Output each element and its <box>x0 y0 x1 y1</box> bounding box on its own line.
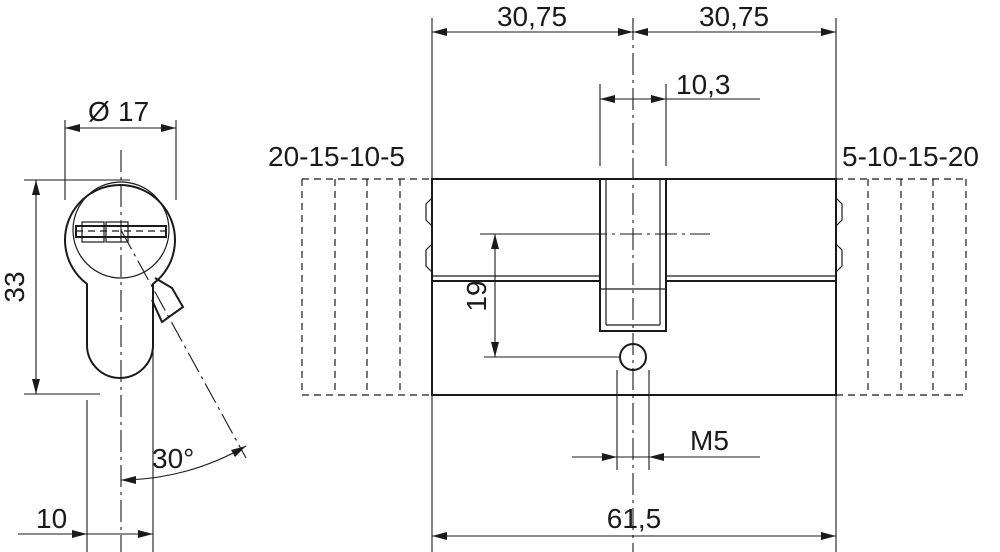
dim-cam-width: 10,3 <box>599 69 760 166</box>
dim-height-label: 33 <box>0 271 30 302</box>
cam-lobe <box>151 277 185 324</box>
dim-cam-angle-label: 30° <box>152 443 194 474</box>
dim-cam-angle: 30° <box>120 443 247 484</box>
keyway-slot <box>75 225 167 238</box>
plug-ring <box>72 181 170 279</box>
pin-b <box>105 221 129 243</box>
dim-left-half-label: 30,75 <box>497 1 567 32</box>
extensions-right-label: 5-10-15-20 <box>842 141 979 172</box>
dim-screw-offset-label: 19 <box>461 280 492 311</box>
pin-a <box>81 221 105 243</box>
profile-outline <box>64 184 176 379</box>
dim-halves: 30,75 30,75 <box>431 1 837 179</box>
dim-right-half-label: 30,75 <box>699 1 769 32</box>
dim-cam-offset: 10 <box>18 300 154 552</box>
dim-total-length: 61,5 <box>431 395 837 552</box>
dim-diameter: Ø 17 <box>64 96 177 200</box>
dim-diameter-label: 17 <box>118 96 149 127</box>
extensions-left-outline <box>301 178 432 396</box>
cylinder-body <box>431 178 837 396</box>
profile-view <box>64 150 247 552</box>
dim-height: 33 <box>0 179 130 395</box>
dim-cam-offset-label: 10 <box>36 503 67 534</box>
cam-angle-line <box>120 229 247 459</box>
dim-screw-thread-label: M5 <box>690 425 729 456</box>
diameter-symbol: Ø <box>88 96 110 127</box>
dim-screw-offset: 19 <box>461 233 620 358</box>
extensions-left-label: 20-15-10-5 <box>268 141 405 172</box>
dim-total-length-label: 61,5 <box>607 503 662 534</box>
dim-screw-thread: M5 <box>572 370 760 470</box>
dim-cam-width-label: 10,3 <box>676 69 731 100</box>
extensions-right-outline <box>836 178 967 396</box>
